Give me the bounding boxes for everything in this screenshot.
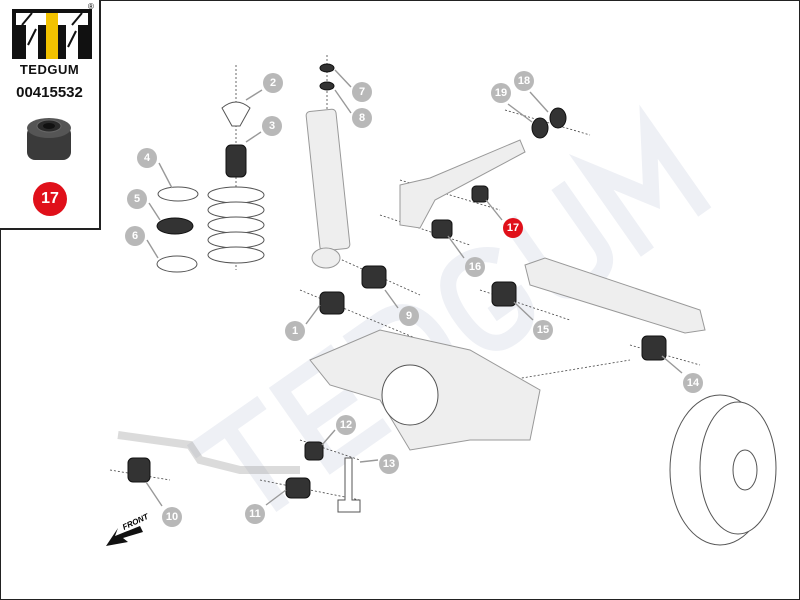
- tedgum-logo: [12, 9, 92, 59]
- callout-18[interactable]: 18: [514, 71, 534, 91]
- product-info-box: ® TEDGUM 00415532 17: [0, 0, 101, 230]
- part-number: 00415532: [16, 84, 83, 101]
- registered-mark: ®: [88, 2, 94, 11]
- bump-stop: [221, 101, 251, 178]
- brand-name: TEDGUM: [19, 62, 80, 77]
- callout-9[interactable]: 9: [399, 306, 419, 326]
- svg-text:13: 13: [383, 458, 395, 470]
- svg-text:18: 18: [518, 75, 530, 87]
- svg-text:14: 14: [687, 377, 700, 389]
- svg-text:2: 2: [270, 77, 276, 89]
- callout-11[interactable]: 11: [245, 504, 265, 524]
- callout-13[interactable]: 13: [379, 454, 399, 474]
- svg-text:17: 17: [507, 222, 519, 234]
- shock-absorber: [305, 63, 351, 269]
- callout-1[interactable]: 1: [285, 321, 305, 341]
- callout-16[interactable]: 16: [465, 257, 485, 277]
- leader-lines: [145, 69, 683, 507]
- upper-arm: [399, 107, 567, 239]
- callout-19[interactable]: 19: [491, 83, 511, 103]
- svg-text:15: 15: [537, 324, 549, 336]
- svg-text:1: 1: [292, 325, 298, 337]
- highlight-ref-badge: 17: [33, 182, 67, 216]
- callout-6[interactable]: 6: [125, 226, 145, 246]
- svg-text:3: 3: [269, 120, 275, 132]
- lower-arm: [491, 257, 706, 361]
- svg-text:16: 16: [469, 261, 481, 273]
- callout-7[interactable]: 7: [352, 82, 372, 102]
- svg-text:6: 6: [132, 230, 138, 242]
- callout-3[interactable]: 3: [262, 116, 282, 136]
- svg-text:8: 8: [359, 112, 365, 124]
- svg-text:10: 10: [166, 511, 178, 523]
- svg-text:5: 5: [134, 193, 140, 205]
- bushing-product-image: [27, 118, 71, 160]
- axle-beam: [309, 265, 541, 451]
- callout-2[interactable]: 2: [263, 73, 283, 93]
- callout-4[interactable]: 4: [137, 148, 157, 168]
- callout-12[interactable]: 12: [336, 415, 356, 435]
- svg-text:7: 7: [359, 86, 365, 98]
- callout-17-highlighted[interactable]: 17: [503, 218, 523, 238]
- svg-text:11: 11: [249, 508, 261, 520]
- svg-text:9: 9: [406, 310, 412, 322]
- callout-10[interactable]: 10: [162, 507, 182, 527]
- callout-5[interactable]: 5: [127, 189, 147, 209]
- spring-seats: [156, 186, 199, 273]
- callout-14[interactable]: 14: [683, 373, 703, 393]
- svg-text:12: 12: [340, 419, 352, 431]
- svg-text:4: 4: [144, 152, 151, 164]
- wheel: [669, 394, 777, 546]
- callout-8[interactable]: 8: [352, 108, 372, 128]
- front-arrow: FRONT: [106, 512, 151, 546]
- callout-15[interactable]: 15: [533, 320, 553, 340]
- svg-text:19: 19: [495, 87, 507, 99]
- stabilizer-bar: [117, 431, 361, 513]
- coil-spring: [207, 186, 265, 264]
